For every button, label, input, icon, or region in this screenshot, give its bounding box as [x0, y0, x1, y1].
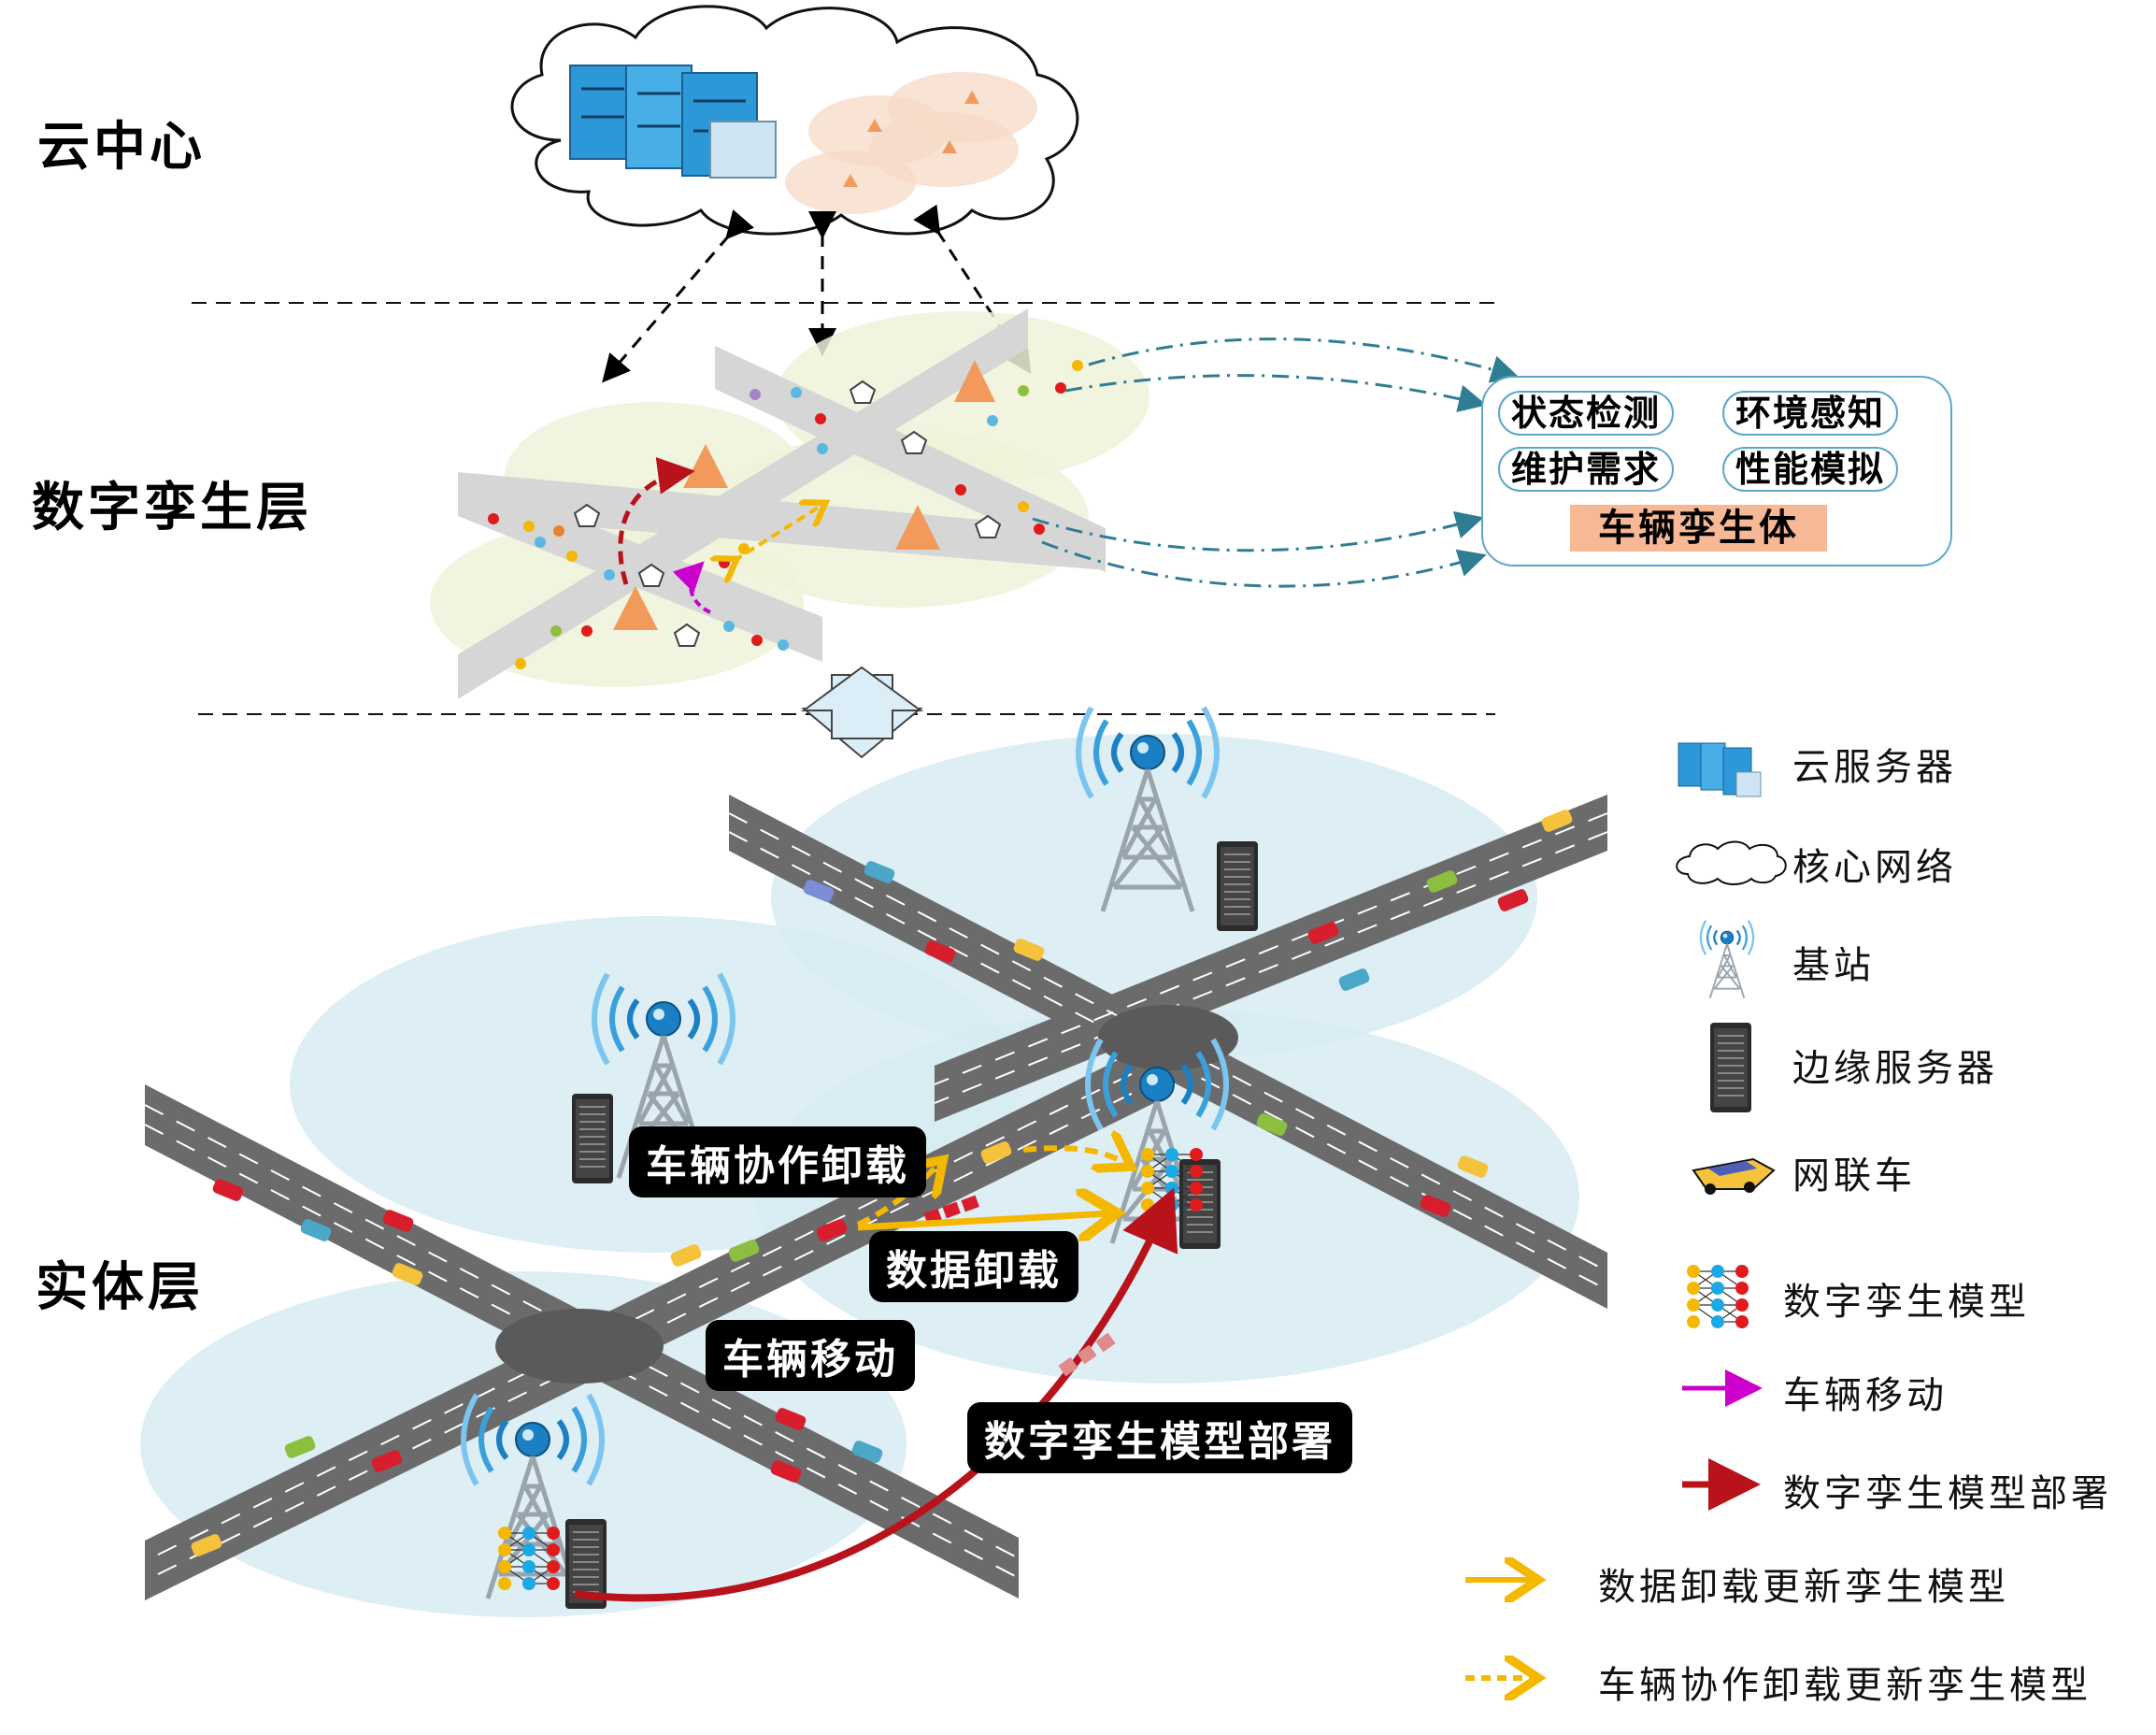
tag-model-deploy: 数字孪生模型部署	[967, 1402, 1352, 1473]
function-state-detection: 状态检测	[1498, 391, 1675, 436]
legend-cloud-server-label: 云服务器	[1792, 746, 1957, 789]
legend-base-station-icon	[1699, 919, 1755, 999]
twin-coop-arrow	[734, 505, 822, 561]
twin-function-arrows	[1032, 337, 1520, 588]
legend-data-offload-label: 数据卸载更新孪生模型	[1598, 1566, 2009, 1609]
legend-coop-offload-label: 车辆协作卸载更新孪生模型	[1598, 1664, 2092, 1707]
tag-coop-offload: 车辆协作卸载	[629, 1126, 926, 1197]
function-performance-simulation: 性能模拟	[1722, 447, 1899, 492]
twin-pentagons	[573, 380, 1002, 647]
legend-edge-server-label: 边缘服务器	[1792, 1047, 1998, 1090]
function-maintenance-needs: 维护需求	[1498, 447, 1675, 492]
cloud-server-cluster	[569, 65, 777, 179]
twin-road-main-1	[715, 346, 1106, 570]
legend-edge-server-icon	[1709, 1022, 1752, 1113]
legend-twin-model-label: 数字孪生模型	[1783, 1281, 2030, 1324]
twin-move-arrow	[672, 561, 711, 614]
twin-road-main-3	[458, 472, 822, 662]
layer-sync-arrow-top	[800, 666, 924, 739]
data-packets	[923, 1195, 1116, 1377]
legend-vehicle-icon	[1692, 1157, 1776, 1195]
twin-deploy-arrow	[618, 457, 695, 585]
legend-core-network-icon	[1676, 840, 1787, 885]
data-offload-arrow	[857, 1213, 1110, 1227]
coop-offload-arrow-1	[856, 1164, 939, 1227]
legend-vehicle-label: 网联车	[1792, 1154, 1916, 1197]
vehicle-twin-body: 车辆孪生体	[1570, 505, 1827, 552]
twin-layer-label: 数字孪生层	[32, 477, 312, 538]
physical-layer-label: 实体层	[36, 1256, 204, 1318]
coop-offload-arrow-2	[1022, 1148, 1126, 1164]
function-environment-sensing: 环境感知	[1722, 391, 1899, 436]
legend-base-station-label: 基站	[1792, 944, 1875, 987]
edge-server-left	[571, 1093, 614, 1184]
cloud-twin-blobs	[785, 72, 1037, 214]
cloud-layer-label: 云中心	[37, 116, 206, 178]
legend-cloud-server-icon	[1678, 742, 1762, 797]
legend-core-network-label: 核心网络	[1792, 846, 1957, 889]
legend-vehicle-move-label: 车辆移动	[1783, 1374, 1948, 1417]
legend-twin-model-icon	[1686, 1264, 1749, 1329]
edge-server-top	[1216, 840, 1259, 932]
legend-model-deploy-label: 数字孪生模型部署	[1783, 1472, 2112, 1515]
tag-data-offload: 数据卸载	[869, 1231, 1078, 1302]
connected-vehicles	[191, 810, 1573, 1556]
tag-vehicle-move: 车辆移动	[706, 1320, 915, 1391]
model-deploy-arrow	[574, 1187, 1178, 1602]
